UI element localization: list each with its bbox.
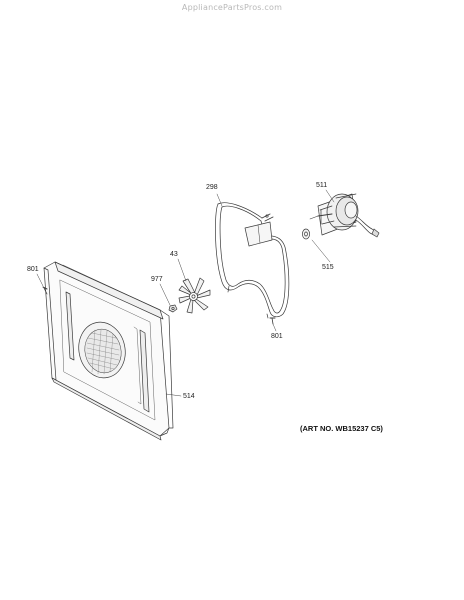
washer-icon	[302, 228, 310, 240]
callout-511: 511	[316, 182, 328, 189]
watermark-text: AppliancePartsPros.com	[181, 3, 283, 12]
callout-801-left: 801	[27, 266, 39, 273]
nut-icon	[168, 304, 178, 313]
fan-cover-panel-icon	[43, 261, 174, 441]
art-number-label: (ART NO. WB15237 C5)	[300, 424, 383, 433]
screw-icon	[269, 317, 276, 325]
callout-298: 298	[206, 184, 218, 191]
callout-43: 43	[170, 251, 178, 258]
heating-element-icon	[215, 202, 290, 319]
callout-801-right: 801	[271, 333, 283, 340]
leader-lines	[36, 189, 335, 397]
fan-blade-icon	[178, 277, 211, 314]
callout-515: 515	[322, 264, 334, 271]
callout-514: 514	[183, 393, 195, 400]
fan-motor-icon	[309, 193, 380, 238]
callout-977: 977	[151, 276, 163, 283]
screw-icon	[42, 286, 48, 295]
